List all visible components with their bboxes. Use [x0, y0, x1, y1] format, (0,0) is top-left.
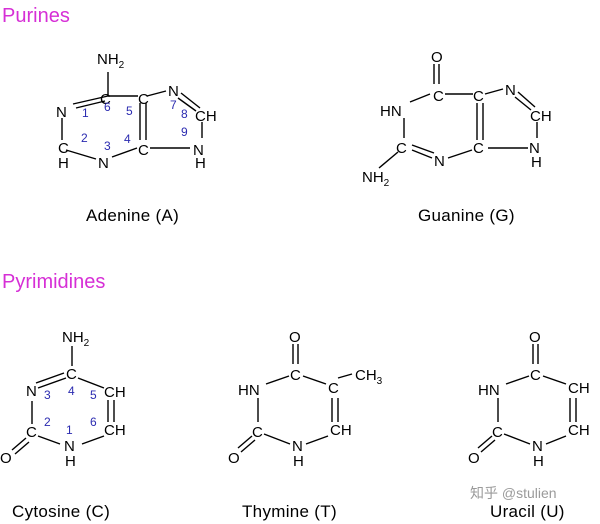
uracil-n3h: HN: [478, 382, 500, 399]
thymine-structure: O C HN C CH3 C CH O N H Thymine (T): [228, 329, 383, 521]
adenine-pos-6: 6: [104, 100, 111, 114]
adenine-pos-4: 4: [124, 132, 131, 146]
cytosine-pos-3: 3: [44, 388, 51, 402]
guanine-structure: O C C HN C N C N CH N H NH2 Guanine (G): [362, 49, 552, 225]
guanine-c6: C: [433, 88, 444, 105]
adenine-pos-7: 7: [170, 98, 177, 112]
cytosine-n1: N: [64, 438, 75, 455]
guanine-o6: O: [431, 49, 443, 66]
uracil-name: Uracil (U): [490, 502, 565, 521]
adenine-n9-h: H: [195, 155, 206, 172]
cytosine-c6h: CH: [104, 422, 126, 439]
purines-heading: Purines: [2, 5, 70, 27]
adenine-c5: C: [138, 91, 149, 108]
adenine-pos-1: 1: [82, 106, 89, 120]
guanine-c8h: CH: [530, 108, 552, 125]
guanine-amine-label: NH2: [362, 169, 390, 189]
uracil-structure: O C HN CH C CH O N H Uracil (U): [468, 329, 590, 521]
thymine-c6h: CH: [330, 422, 352, 439]
thymine-c4: C: [290, 367, 301, 384]
guanine-c4: C: [473, 140, 484, 157]
uracil-o2: O: [468, 450, 480, 467]
cytosine-c2: C: [26, 424, 37, 441]
cytosine-n1-h: H: [65, 453, 76, 470]
thymine-o2: O: [228, 450, 240, 467]
adenine-n7: N: [168, 83, 179, 100]
cytosine-amine-label: NH2: [62, 329, 90, 349]
cytosine-structure: NH2 C N CH C CH O N H 4 3 5 2 6 1 Cytosi…: [0, 329, 126, 521]
guanine-n9-h: H: [531, 154, 542, 171]
adenine-c4: C: [138, 142, 149, 159]
guanine-n9: N: [529, 140, 540, 157]
thymine-c2: C: [252, 424, 263, 441]
adenine-c6: C: [100, 91, 111, 108]
adenine-n3: N: [98, 155, 109, 172]
adenine-n9: N: [193, 142, 204, 159]
adenine-pos-8: 8: [181, 107, 188, 121]
cytosine-pos-2: 2: [44, 415, 51, 429]
uracil-c6h: CH: [568, 422, 590, 439]
cytosine-pos-4: 4: [68, 384, 75, 398]
guanine-n7: N: [505, 82, 516, 99]
uracil-n1: N: [532, 438, 543, 455]
cytosine-name: Cytosine (C): [12, 502, 110, 521]
thymine-name: Thymine (T): [242, 502, 337, 521]
adenine-amine-label: NH2: [97, 51, 125, 71]
uracil-n1-h: H: [533, 453, 544, 470]
thymine-c5: C: [328, 380, 339, 397]
cytosine-o2: O: [0, 450, 12, 467]
adenine-c2-h: H: [58, 155, 69, 172]
adenine-name: Adenine (A): [86, 206, 179, 225]
guanine-n1h: HN: [380, 103, 402, 120]
cytosine-c4: C: [66, 366, 77, 383]
guanine-c5: C: [473, 88, 484, 105]
adenine-n1: N: [56, 104, 67, 121]
cytosine-pos-5: 5: [90, 388, 97, 402]
cytosine-c5h: CH: [104, 384, 126, 401]
adenine-pos-5: 5: [126, 104, 133, 118]
watermark-text: 知乎 @stulien: [470, 485, 557, 501]
thymine-o4: O: [289, 329, 301, 346]
thymine-n1-h: H: [293, 453, 304, 470]
adenine-pos-2: 2: [81, 131, 88, 145]
uracil-c2: C: [492, 424, 503, 441]
cytosine-pos-6: 6: [90, 415, 97, 429]
thymine-n3h: HN: [238, 382, 260, 399]
pyrimidines-heading: Pyrimidines: [2, 271, 105, 293]
uracil-o4: O: [529, 329, 541, 346]
cytosine-pos-1: 1: [66, 423, 73, 437]
guanine-c2: C: [396, 140, 407, 157]
adenine-pos-9: 9: [181, 125, 188, 139]
cytosine-n3: N: [26, 383, 37, 400]
guanine-n3: N: [434, 153, 445, 170]
uracil-c4: C: [530, 367, 541, 384]
adenine-c8h: CH: [195, 108, 217, 125]
adenine-c2: C: [58, 140, 69, 157]
guanine-name: Guanine (G): [418, 206, 515, 225]
thymine-n1: N: [292, 438, 303, 455]
adenine-pos-3: 3: [104, 139, 111, 153]
thymine-methyl-label: CH3: [355, 367, 383, 387]
uracil-c5h: CH: [568, 380, 590, 397]
adenine-structure: NH2 C C N C H N C N CH N H 1 2 3 4 5 6 7…: [56, 51, 217, 225]
